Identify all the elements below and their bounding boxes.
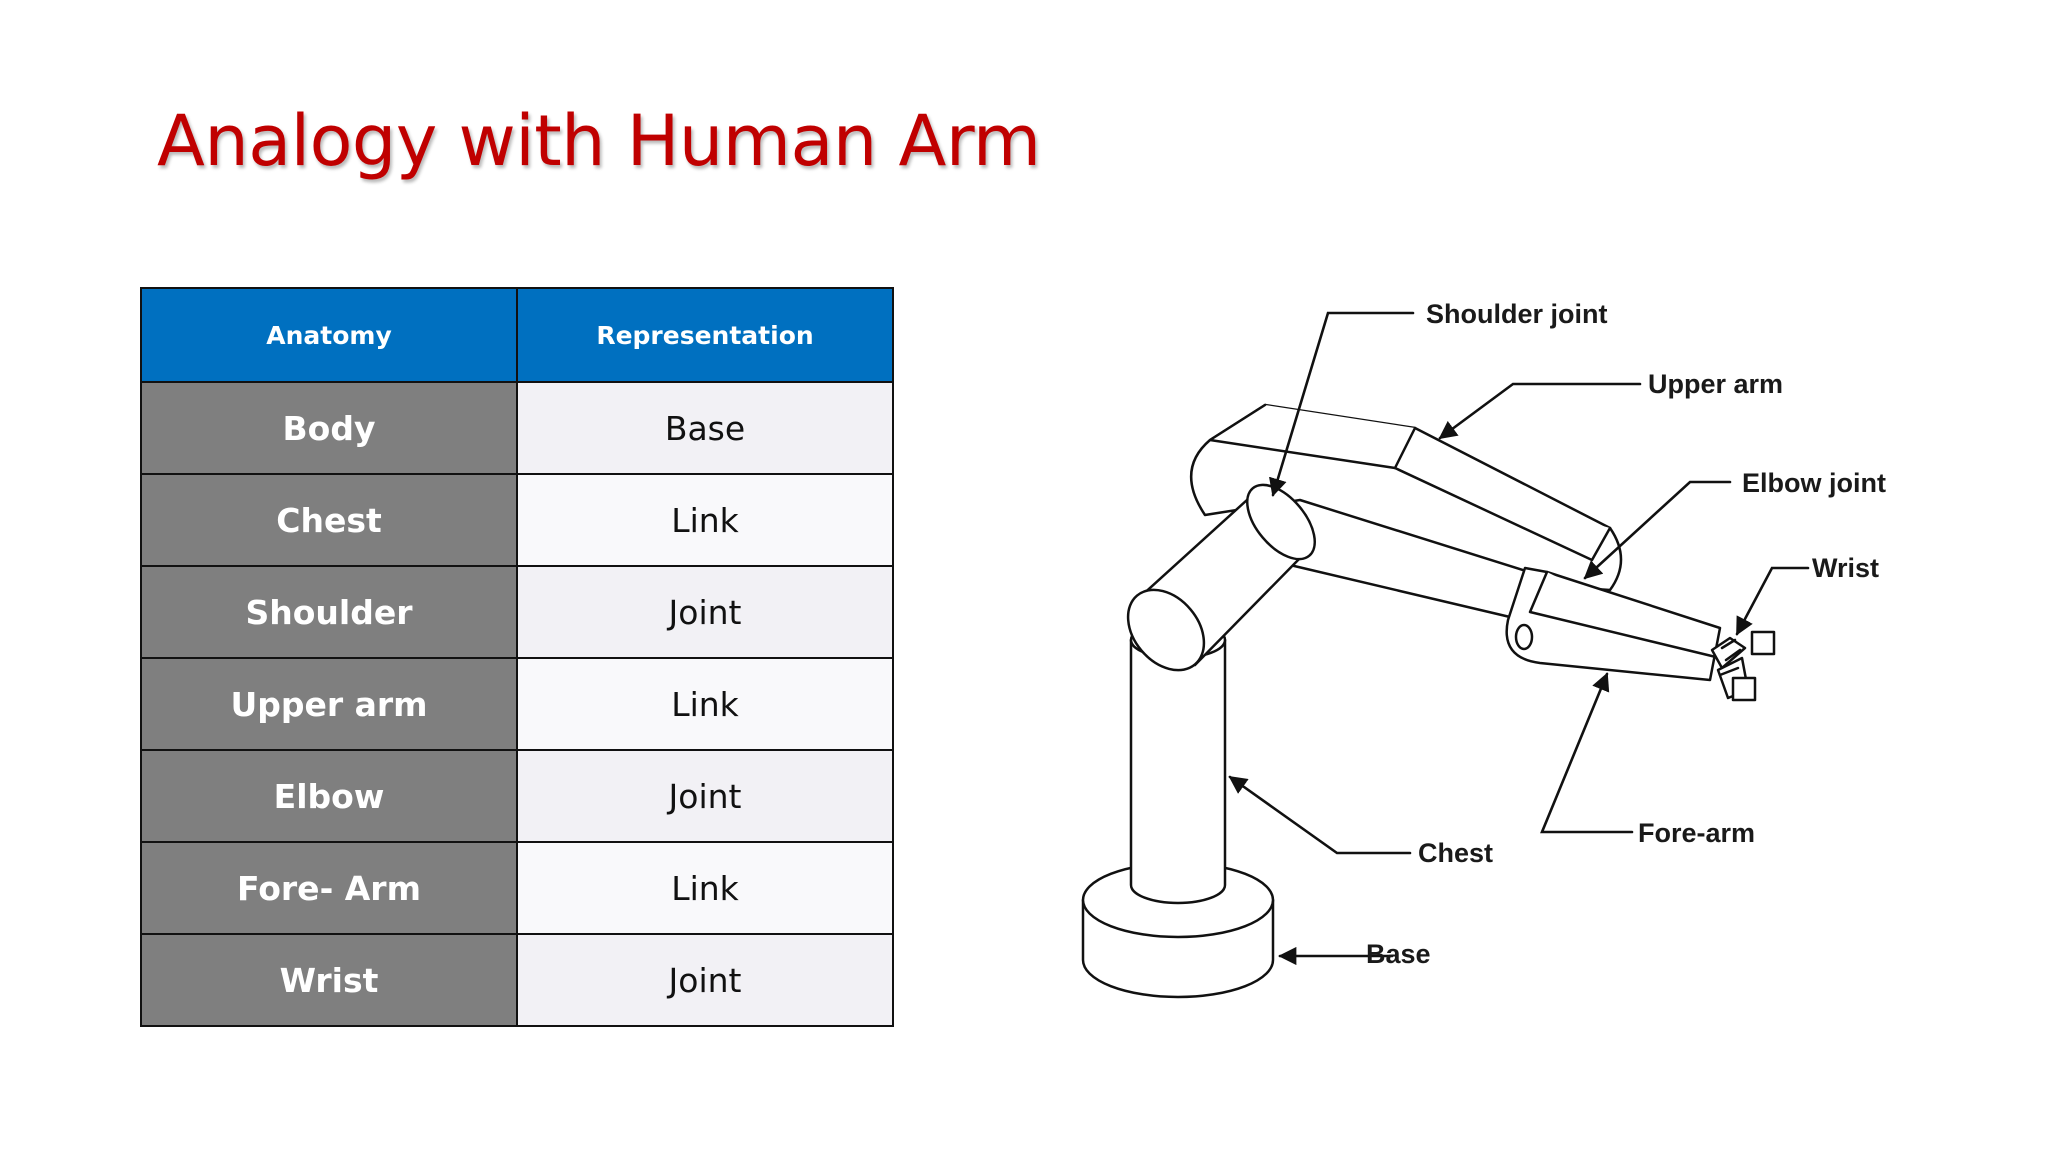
anatomy-cell: Elbow [140,749,518,843]
slide-title: Analogy with Human Arm [157,100,1041,182]
label-upper-arm: Upper arm [1648,369,1783,399]
label-wrist: Wrist [1812,553,1879,583]
label-base: Base [1366,939,1431,969]
leader-chest [1228,775,1412,855]
robot-arm-diagram: Shoulder joint Upper arm Elbow joint Wri… [1081,299,1886,999]
label-shoulder-joint: Shoulder joint [1426,299,1608,329]
anatomy-cell: Body [140,381,518,475]
table-header-row: Anatomy Representation [140,287,894,383]
table-row: Shoulder Joint [140,565,894,659]
table-row: Elbow Joint [140,749,894,843]
wrist-gripper [1710,630,1776,702]
anatomy-cell: Chest [140,473,518,567]
anatomy-cell: Shoulder [140,565,518,659]
leader-elbow-joint [1583,480,1732,580]
table-row: Upper arm Link [140,657,894,751]
table-row: Fore- Arm Link [140,841,894,935]
representation-cell: Joint [516,933,894,1027]
table-row: Wrist Joint [140,933,894,1027]
label-chest: Chest [1418,838,1493,868]
leader-shoulder-joint [1269,311,1415,497]
header-representation: Representation [516,287,894,383]
representation-cell: Link [516,473,894,567]
fore-arm-part [1505,566,1722,682]
leader-wrist [1735,566,1810,636]
table-row: Chest Link [140,473,894,567]
table-row: Body Base [140,381,894,475]
leader-fore-arm [1540,672,1634,834]
header-anatomy: Anatomy [140,287,518,383]
label-elbow-joint: Elbow joint [1742,468,1886,498]
label-fore-arm: Fore-arm [1638,818,1755,848]
representation-cell: Joint [516,565,894,659]
shoulder-cylinder [1126,483,1316,672]
analogy-table: Anatomy Representation Body Base Chest L… [140,287,894,1027]
leader-upper-arm [1438,382,1642,440]
anatomy-cell: Fore- Arm [140,841,518,935]
representation-cell: Base [516,381,894,475]
anatomy-cell: Wrist [140,933,518,1027]
representation-cell: Link [516,841,894,935]
representation-cell: Joint [516,749,894,843]
upper-arm-part [1190,403,1623,619]
anatomy-cell: Upper arm [140,657,518,751]
representation-cell: Link [516,657,894,751]
